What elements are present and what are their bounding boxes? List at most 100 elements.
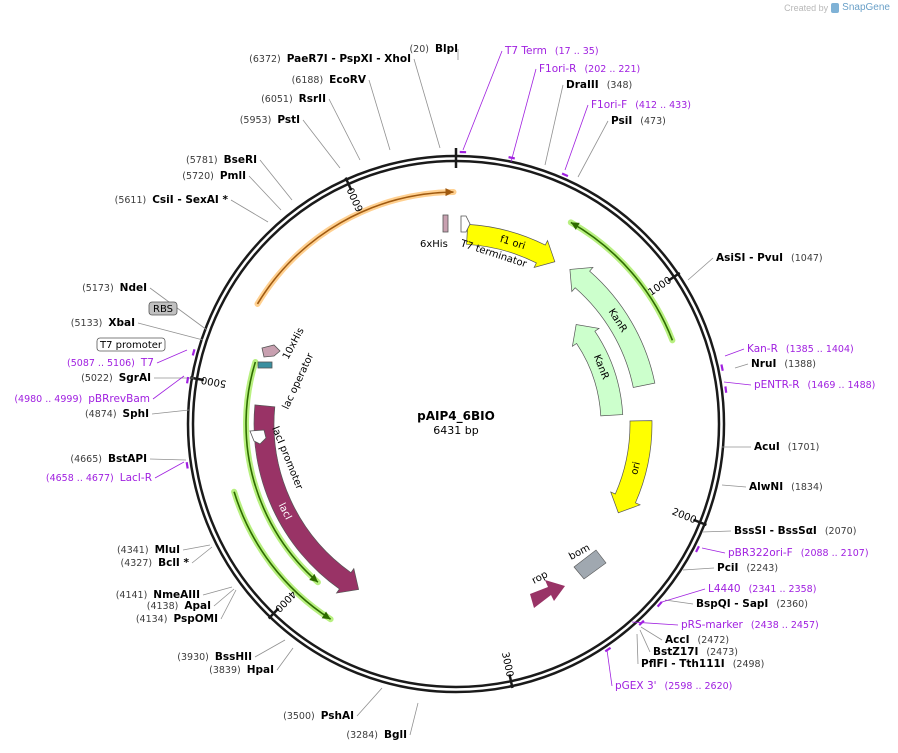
svg-text:(4980 .. 4999)pBRrevBam: (4980 .. 4999)pBRrevBam (14, 393, 150, 405)
enzyme-site-bstapi: (4665)BstAPI (70, 453, 147, 465)
enzyme-position: (5133) (71, 318, 103, 329)
primer-leader-f1ori-f (564, 104, 589, 171)
enzyme-site-pspomi: (4134)PspOMI (136, 613, 218, 625)
enzyme-position: (1834) (791, 482, 823, 493)
snapgene-credit: Created by SnapGene (784, 2, 890, 13)
svg-text:T7 Term(17 .. 35): T7 Term(17 .. 35) (504, 45, 599, 57)
f1-ori-feature: f1 ori (466, 223, 556, 268)
enzyme-name: CsiI - SexAI * (152, 194, 228, 206)
orf-arrows (231, 188, 676, 623)
leader-draiii (544, 84, 564, 166)
his10-feature (261, 344, 281, 358)
primer-leader-pgex-3 (606, 649, 613, 687)
primer-mark-pbr322ori-f (695, 545, 700, 553)
enzyme-name: AsiSI - PvuI (716, 252, 783, 264)
credit-prefix: Created by (784, 2, 829, 13)
enzyme-position: (4341) (117, 545, 149, 556)
svg-text:AsiSI - PvuI(1047): AsiSI - PvuI(1047) (716, 252, 823, 264)
tick-1000 (667, 271, 681, 282)
svg-text:(4134)PspOMI: (4134)PspOMI (136, 613, 218, 625)
enzyme-site-psii: PsiI(473) (611, 115, 666, 127)
enzyme-name: PmlI (220, 170, 246, 182)
primer-name: F1ori-F (591, 99, 627, 111)
primer-range: (412 .. 433) (635, 100, 691, 111)
leader-sphi (151, 409, 190, 415)
enzyme-position: (1701) (788, 442, 820, 453)
primer-site-pbr322ori-f: pBR322ori-F(2088 .. 2107) (728, 547, 869, 559)
svg-text:(3839)HpaI: (3839)HpaI (209, 664, 274, 676)
enzyme-site-bgli: (3284) BglI (346, 729, 407, 741)
primer-mark-f1ori-r (508, 156, 516, 160)
enzyme-site-acui: AcuI (1701) (754, 441, 819, 453)
enzyme-position: (4141) (116, 590, 148, 601)
primer-leader-l4440 (661, 588, 706, 603)
primer-name: pRS-marker (681, 619, 744, 631)
svg-text:AlwNI(1834): AlwNI(1834) (749, 481, 823, 493)
primer-mark-pgex-3 (604, 646, 612, 653)
enzyme-site-apai: (4138)ApaI (147, 600, 211, 612)
leader-pcii (682, 567, 715, 571)
enzyme-position: (4665) (70, 454, 102, 465)
primer-mark-prs-marker (638, 619, 645, 626)
enzyme-site-bsshii: (3930)BssHII (177, 651, 252, 663)
primer-leader-t7 (156, 349, 188, 364)
enzyme-name: PstI (277, 114, 300, 126)
leader-xbai (137, 322, 204, 341)
tick-3000 (508, 674, 514, 689)
enzyme-site-sphi: (4874)SphI (85, 408, 149, 420)
leader-psii (577, 120, 609, 178)
plasmid-size: 6431 bp (433, 424, 478, 437)
leader-paer7i-pspxi-xhoi (413, 58, 441, 149)
kanr-outer-feature: KanR (569, 266, 656, 388)
primer-leader-f1ori-r (510, 68, 537, 163)
leader-pflfi-tth111i (636, 633, 639, 665)
enzyme-name: SgrAI (119, 372, 151, 384)
primer-site-f1ori-f: F1ori-F (412 .. 433) (591, 99, 691, 111)
enzyme-name: NruI (751, 358, 776, 370)
tick-label-6000: 6000 (346, 185, 366, 213)
enzyme-name: PflFI - Tth111I (641, 658, 725, 670)
svg-text:pENTR-R(1469 .. 1488): pENTR-R(1469 .. 1488) (754, 379, 875, 391)
ori-feature-label: ori (629, 461, 643, 476)
svg-text:Kan-R(1385 .. 1404): Kan-R(1385 .. 1404) (747, 343, 854, 355)
leader-bsssi-bsss-i (701, 530, 732, 533)
primer-name: LacI-R (120, 472, 152, 484)
primer-site-pgex-3: pGEX 3'(2598 .. 2620) (615, 680, 732, 692)
svg-text:(5133)XbaI: (5133)XbaI (71, 317, 135, 329)
enzyme-name: BglI (384, 729, 407, 741)
leader-bsshii (254, 639, 286, 658)
svg-text:(6051)RsrII: (6051)RsrII (261, 93, 326, 105)
his10-label: 10xHis (281, 326, 307, 361)
enzyme-position: (2243) (746, 563, 778, 574)
t7-terminator-feature (460, 215, 471, 233)
enzyme-site-pflfi-tth111i: PflFI - Tth111I(2498) (641, 658, 764, 670)
enzyme-name: ApaI (184, 600, 211, 612)
enzyme-site-sgrai: (5022)SgrAI (81, 372, 151, 384)
leader-alwni (721, 484, 747, 488)
credit-brand: SnapGene (842, 2, 890, 13)
primer-site-l4440: L4440(2341 .. 2358) (708, 583, 816, 595)
enzyme-name: AcuI (754, 441, 780, 453)
primer-range: (2088 .. 2107) (801, 548, 869, 559)
svg-text:F1ori-F(412 .. 433): F1ori-F (412 .. 433) (591, 99, 691, 111)
enzyme-position: (473) (640, 116, 666, 127)
primer-site-t7: (5087 .. 5106)T7 (67, 357, 154, 369)
rbs-box: RBS (148, 301, 178, 316)
svg-text:DraIII(348): DraIII(348) (566, 79, 632, 91)
svg-text:(3930)BssHII: (3930)BssHII (177, 651, 252, 663)
leader-apai (213, 588, 235, 607)
primer-name: pGEX 3' (615, 680, 657, 692)
leader-mlui (182, 544, 211, 551)
enzyme-position: (3284) (346, 730, 378, 741)
enzyme-name: BspQI - SapI (696, 598, 768, 610)
enzyme-position: (5781) (186, 155, 218, 166)
svg-text:(5611)CsiI - SexAI *: (5611)CsiI - SexAI * (115, 194, 229, 206)
primer-site-laci-r: (4658 .. 4677)LacI-R (46, 472, 152, 484)
orf-green-left (243, 359, 321, 586)
enzyme-position: (2070) (825, 526, 857, 537)
svg-text:pBR322ori-F(2088 .. 2107): pBR322ori-F(2088 .. 2107) (728, 547, 869, 559)
enzyme-site-pcii: PciI(2243) (717, 562, 778, 574)
tick-label-5000: 5000 (200, 374, 227, 389)
enzyme-position: (6372) (249, 54, 281, 65)
enzyme-site-paer7i-pspxi-xhoi: (6372)PaeR7I - PspXI - XhoI (249, 53, 411, 65)
